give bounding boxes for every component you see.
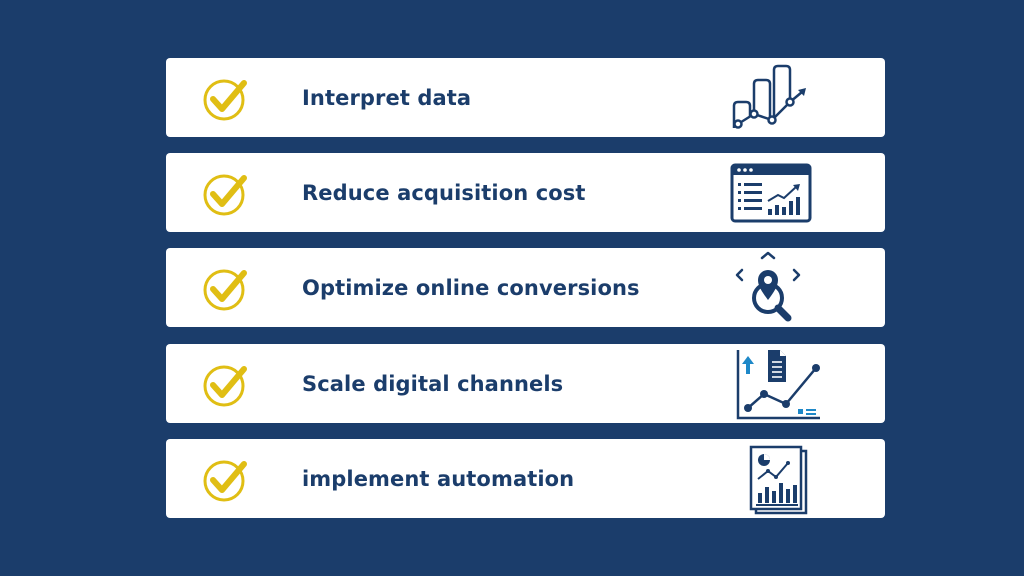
item-label: Optimize online conversions xyxy=(302,275,640,300)
list-item: implement automation xyxy=(166,439,885,518)
item-label: Scale digital channels xyxy=(302,371,564,396)
checkmark-circle-icon xyxy=(203,460,247,502)
location-search-icon xyxy=(735,251,801,322)
analytics-report-icon xyxy=(749,445,808,515)
list-item: Scale digital channels xyxy=(166,344,885,423)
item-label: implement automation xyxy=(302,466,575,491)
checkmark-circle-icon xyxy=(203,79,247,121)
item-label: Interpret data xyxy=(302,85,472,110)
list-item: Interpret data xyxy=(166,58,885,137)
item-label: Reduce acquisition cost xyxy=(302,180,586,205)
list-item: Reduce acquisition cost xyxy=(166,153,885,232)
checkmark-circle-icon xyxy=(203,174,247,216)
checkmark-circle-icon xyxy=(203,269,247,311)
dashboard-window-icon xyxy=(730,163,812,223)
checkmark-circle-icon xyxy=(203,365,247,407)
report-growth-chart-icon xyxy=(736,350,820,420)
growth-chart-icon xyxy=(732,64,806,129)
list-item: Optimize online conversions xyxy=(166,248,885,327)
